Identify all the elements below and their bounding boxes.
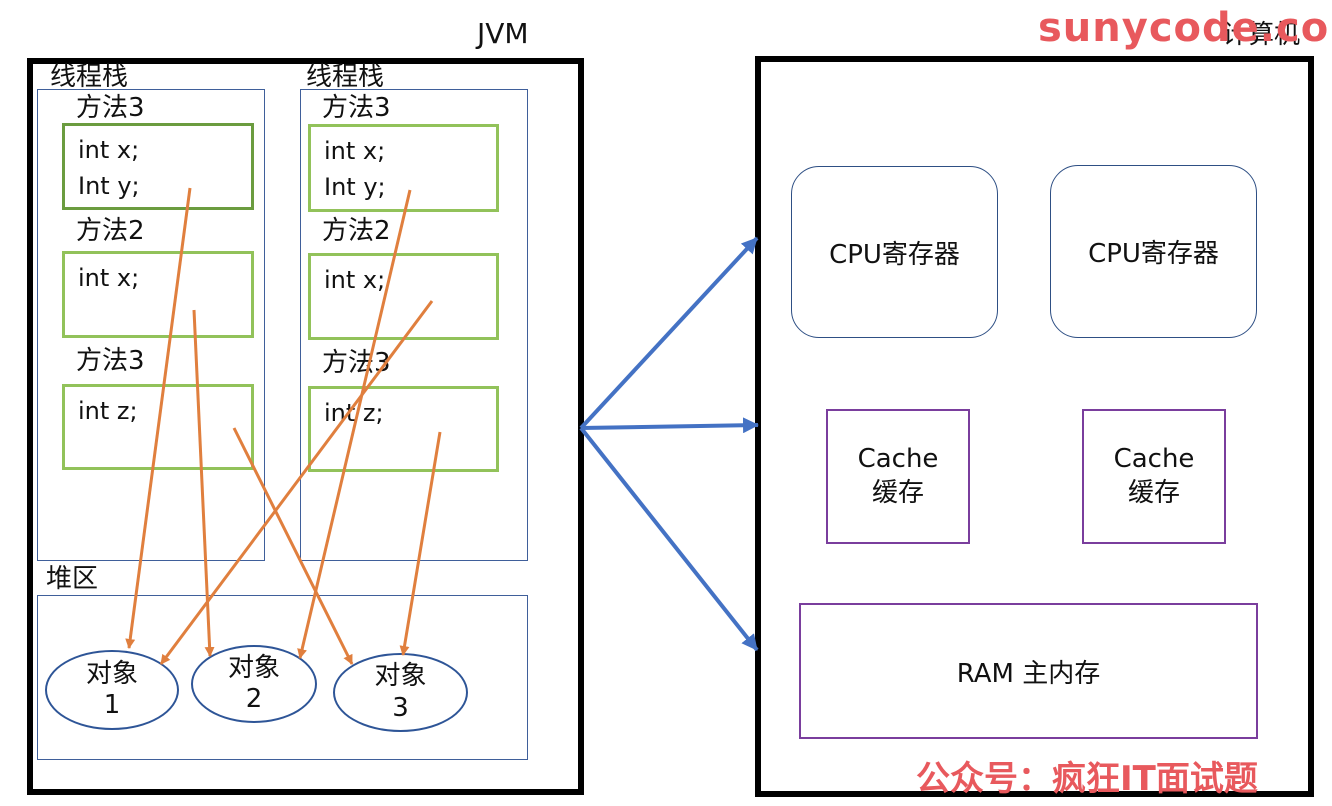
stack2-frame1-var2: Int y; [324, 173, 386, 201]
stack2-frame2-title: 方法2 [322, 216, 391, 246]
stack2-frame3-title: 方法3 [322, 348, 391, 378]
cache-1-line2: 缓存 [871, 477, 924, 508]
stack2-frame2-var1: int x; [324, 266, 386, 294]
jvm-title: JVM [477, 17, 529, 50]
stack1-frame2-title: 方法2 [76, 216, 145, 246]
cache-1: Cache 缓存 [826, 409, 970, 544]
computer-title: 计算机 [1222, 20, 1301, 50]
stack1-frame1-var1: int x; [78, 136, 140, 164]
ram-main-memory: RAM 主内存 [799, 603, 1258, 739]
stack2-frame1-title: 方法3 [322, 93, 391, 123]
object-3-label: 对象 [374, 661, 427, 692]
cache-2-line1: Cache [1113, 443, 1195, 474]
stack1-method-frame-1: int x; Int y; [62, 123, 254, 210]
map-arrow-to-ram [579, 426, 759, 652]
cache-2-line2: 缓存 [1127, 477, 1180, 508]
object-1-label: 对象 [85, 658, 138, 689]
object-2-number: 2 [245, 684, 263, 714]
stack1-frame1-var2: Int y; [78, 172, 140, 200]
watermark-account: 公众号：疯狂IT面试题 [916, 759, 1258, 799]
thread-stack-2-label: 线程栈 [306, 62, 385, 92]
watermark-site: sunycode.com [1038, 5, 1332, 51]
map-arrow-to-cache [580, 417, 759, 434]
stack1-frame1-title: 方法3 [76, 93, 145, 123]
cpu-register-2: CPU寄存器 [1050, 165, 1257, 338]
cpu-register-1-label: CPU寄存器 [829, 239, 960, 270]
heap-object-1: 对象 1 [45, 650, 179, 730]
cpu-register-2-label: CPU寄存器 [1088, 239, 1219, 269]
stack1-method-frame-2: int x; [62, 251, 254, 338]
heap-object-2: 对象 2 [191, 645, 317, 723]
stack2-method-frame-1: int x; Int y; [308, 124, 499, 212]
ram-label: RAM 主内存 [956, 658, 1101, 689]
object-3-number: 3 [392, 692, 409, 723]
cpu-register-1: CPU寄存器 [791, 166, 998, 338]
heap-label: 堆区 [46, 564, 99, 594]
object-1-number: 1 [103, 690, 121, 720]
stack2-frame1-var1: int x; [324, 137, 386, 165]
thread-stack-1-label: 线程栈 [50, 62, 129, 92]
map-arrow-to-cpu [579, 236, 759, 430]
stack2-frame3-var1: int z; [324, 399, 384, 427]
stack1-method-frame-3: int z; [62, 384, 254, 470]
heap-object-3: 对象 3 [333, 653, 468, 732]
stack1-frame3-var1: int z; [78, 397, 138, 425]
stack2-method-frame-3: int z; [308, 386, 499, 472]
cache-2: Cache 缓存 [1082, 409, 1226, 544]
stack2-method-frame-2: int x; [308, 253, 499, 340]
stack1-frame3-title: 方法3 [76, 346, 145, 376]
object-2-label: 对象 [227, 652, 280, 683]
stack1-frame2-var1: int x; [78, 264, 140, 292]
cache-1-line1: Cache [857, 443, 939, 474]
